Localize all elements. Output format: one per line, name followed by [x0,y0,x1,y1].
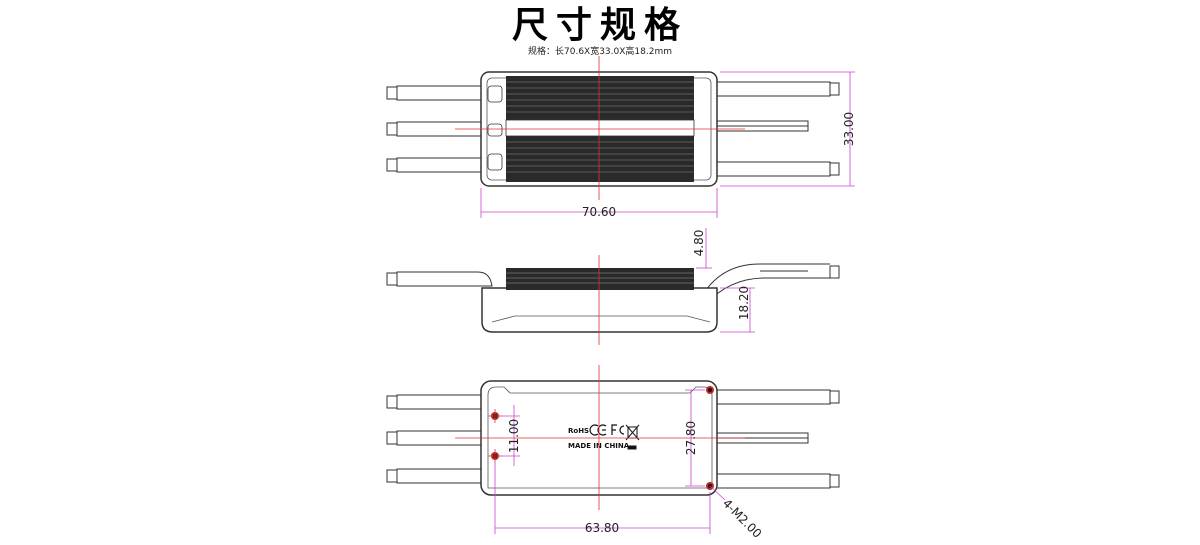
side-top-label: 4.80 [692,230,706,257]
heatsink-top [505,76,695,182]
bottom-view: RoHS MADE IN CHINA [386,365,840,541]
right-wires-top [711,81,840,177]
screw-holes [491,386,714,490]
hole-pitch-length-label: 63.80 [585,521,619,535]
top-view: 70.60 33.00 [386,56,856,219]
left-wires-top [386,85,486,173]
side-view: 4.80 18.20 [386,228,840,345]
rohs-mark: RoHS [568,427,589,435]
side-height-label: 18.20 [737,286,751,320]
page-title: 尺寸规格 [511,5,688,46]
top-length-label: 70.60 [582,205,616,219]
ce-fc-icon [589,424,625,436]
hole-spacing-short-label: 11.00 [507,419,521,453]
hole-spacing-long-label: 27.80 [684,421,698,455]
top-width-label: 33.00 [842,112,856,146]
weee-bin-icon [625,424,640,450]
heatsink-side [506,268,694,290]
screw-holes-label: 4-M2.00 [720,496,765,541]
esc-body-side [481,287,718,333]
spec-subtitle: 规格：长70.6X宽33.0X高18.2mm [528,47,672,57]
